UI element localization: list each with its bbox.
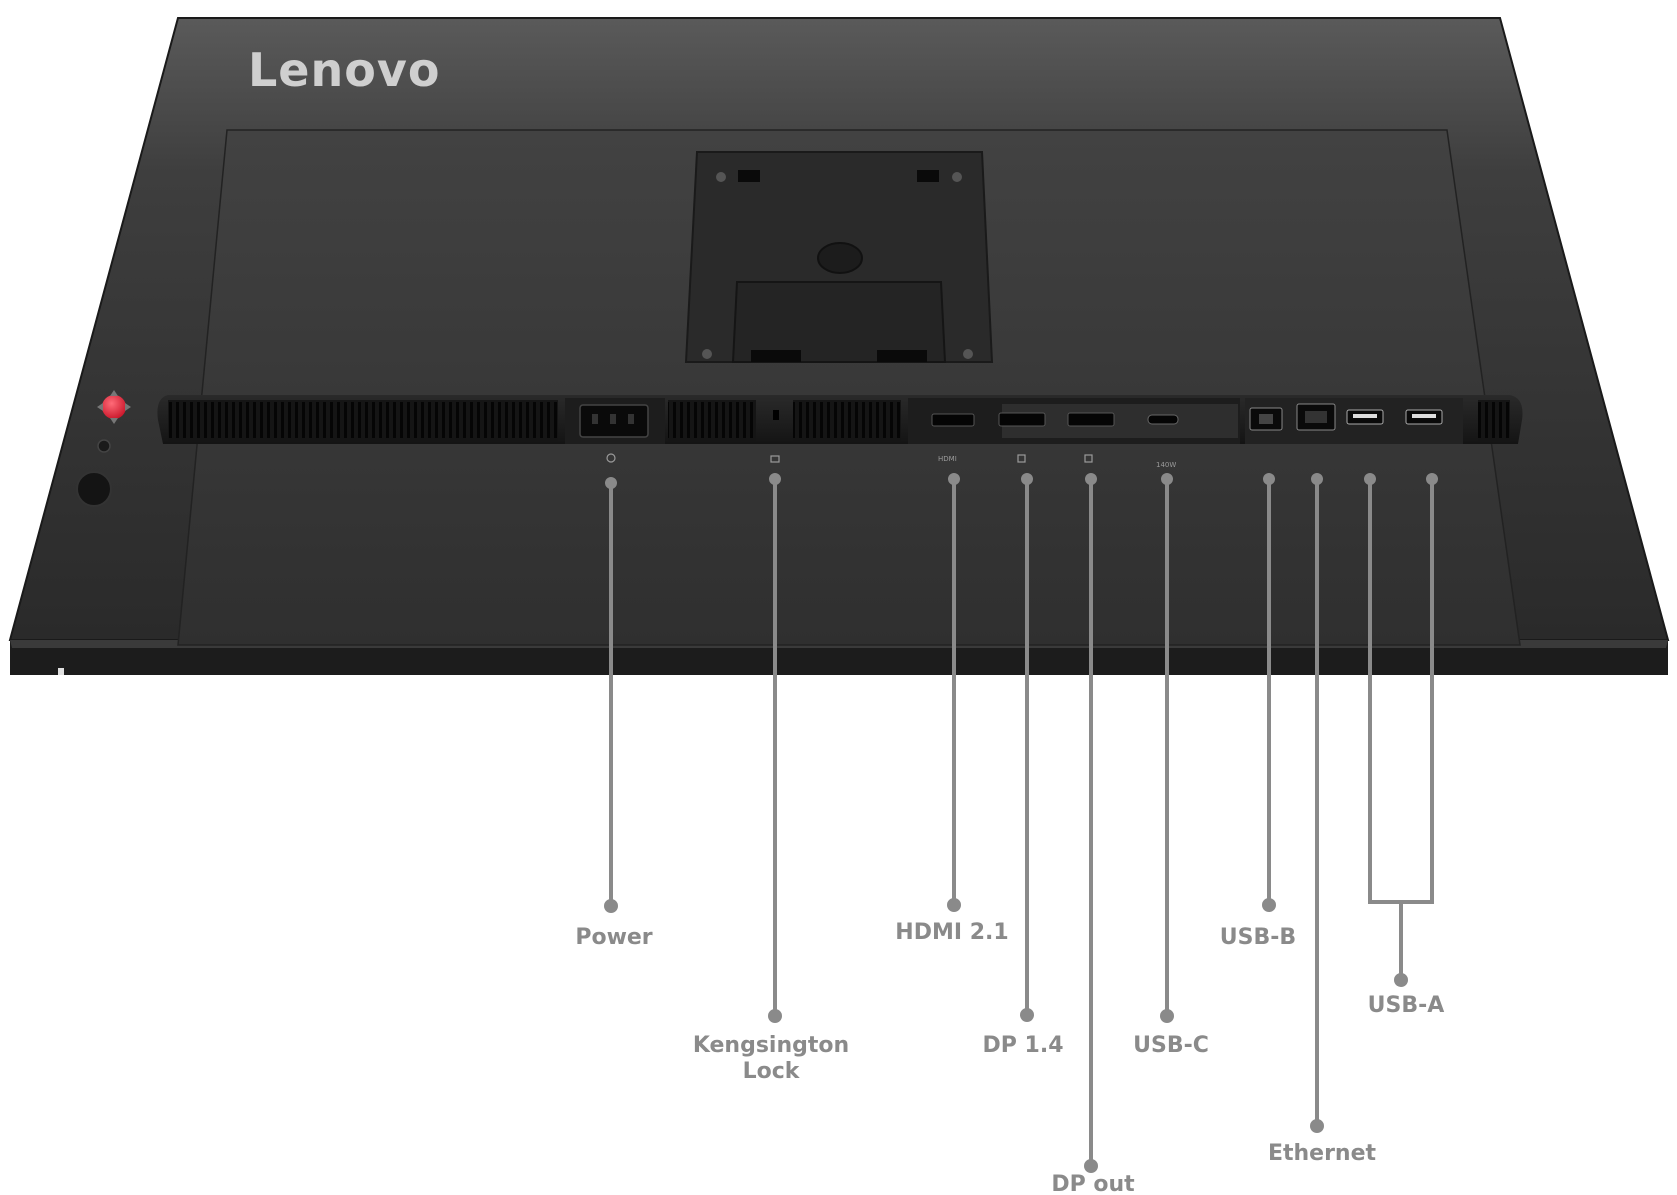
dp14-label: DP 1.4: [982, 1033, 1063, 1058]
power-leader: [604, 477, 618, 913]
kensington-leader: [768, 473, 782, 1023]
port-markings: HDMI 140W: [606, 453, 1176, 469]
vesa-mount-plate: [684, 151, 994, 363]
ethernet-label: Ethernet: [1268, 1141, 1377, 1166]
usbc-label: USB-C: [1133, 1033, 1209, 1058]
dp-out-symbol-icon: [1084, 454, 1093, 463]
dpout-leader: [1084, 473, 1098, 1173]
usbb-leader: [1262, 473, 1276, 912]
lenovo-logo: Lenovo: [248, 43, 440, 97]
usbb-label: USB-B: [1220, 925, 1296, 950]
dpout-label: DP out: [1051, 1172, 1135, 1195]
usbc-port[interactable]: [1147, 414, 1179, 425]
power-label: Power: [575, 925, 652, 950]
lock-symbol-icon: [770, 455, 780, 463]
hdmi-leader: [947, 473, 961, 912]
joystick-button[interactable]: [102, 395, 126, 419]
usba-leader: [1364, 473, 1438, 987]
power-button[interactable]: [76, 471, 112, 507]
hdmi-port[interactable]: [931, 413, 975, 427]
ports: [579, 403, 1443, 438]
usba-label: USB-A: [1368, 993, 1445, 1018]
hdmi-marking: HDMI: [938, 455, 957, 463]
ethernet-leader: [1310, 473, 1324, 1133]
callout-labels: Power Kengsington Lock HDMI 2.1 DP 1.4 D…: [575, 920, 1444, 1195]
power-symbol-icon: [606, 453, 616, 463]
kensington-label-line1: Kengsington: [693, 1033, 849, 1058]
kensington-label-line2: Lock: [743, 1059, 801, 1084]
hdmi-label: HDMI 2.1: [895, 920, 1008, 945]
joystick-controls: [58, 390, 131, 675]
usbc-wattage-marking: 140W: [1156, 461, 1176, 469]
usbc-leader: [1160, 473, 1174, 1023]
dp14-port[interactable]: [998, 412, 1046, 427]
kensington-slot[interactable]: [773, 410, 779, 420]
dpout-port[interactable]: [1067, 412, 1115, 427]
leader-lines: [604, 473, 1438, 1173]
dp14-leader: [1020, 473, 1034, 1022]
dp-symbol-icon: [1017, 454, 1026, 463]
